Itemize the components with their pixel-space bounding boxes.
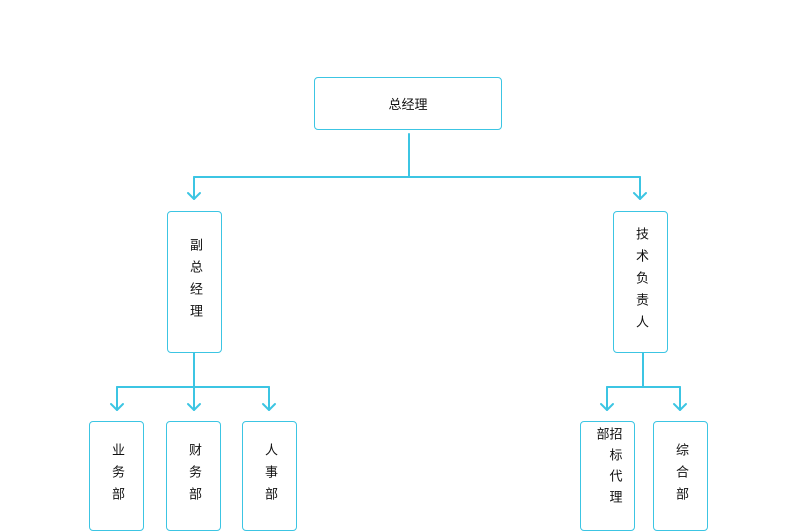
node-general-manager-label: 总经理 — [388, 98, 428, 113]
node-general-manager[interactable]: 总经理 — [314, 77, 502, 130]
node-general-dept-label: 综合部 — [673, 443, 688, 509]
arrow-to-bidding-agency-dept — [600, 403, 614, 411]
node-finance-dept[interactable]: 财务部 — [166, 421, 221, 531]
arrow-to-deputy-gm — [187, 192, 201, 200]
node-bidding-agency-dept[interactable]: 招标代理部 — [580, 421, 635, 531]
arrow-to-hr-dept — [262, 403, 276, 411]
node-business-dept-label: 业务部 — [109, 443, 124, 509]
arrow-to-business-dept — [110, 403, 124, 411]
node-hr-dept-label: 人事部 — [262, 443, 277, 509]
node-technical-lead[interactable]: 技术负责人 — [613, 211, 668, 353]
node-business-dept[interactable]: 业务部 — [89, 421, 144, 531]
node-bidding-agency-dept-label: 招标代理部 — [593, 427, 622, 511]
arrow-to-general-dept — [673, 403, 687, 411]
node-finance-dept-label: 财务部 — [186, 443, 201, 509]
node-deputy-general-manager-label: 副总经理 — [187, 238, 202, 326]
node-general-dept[interactable]: 综合部 — [653, 421, 708, 531]
arrow-to-finance-dept — [187, 403, 201, 411]
node-technical-lead-label: 技术负责人 — [633, 227, 648, 337]
node-hr-dept[interactable]: 人事部 — [242, 421, 297, 531]
arrow-to-tech-lead — [633, 192, 647, 200]
node-deputy-general-manager[interactable]: 副总经理 — [167, 211, 222, 353]
